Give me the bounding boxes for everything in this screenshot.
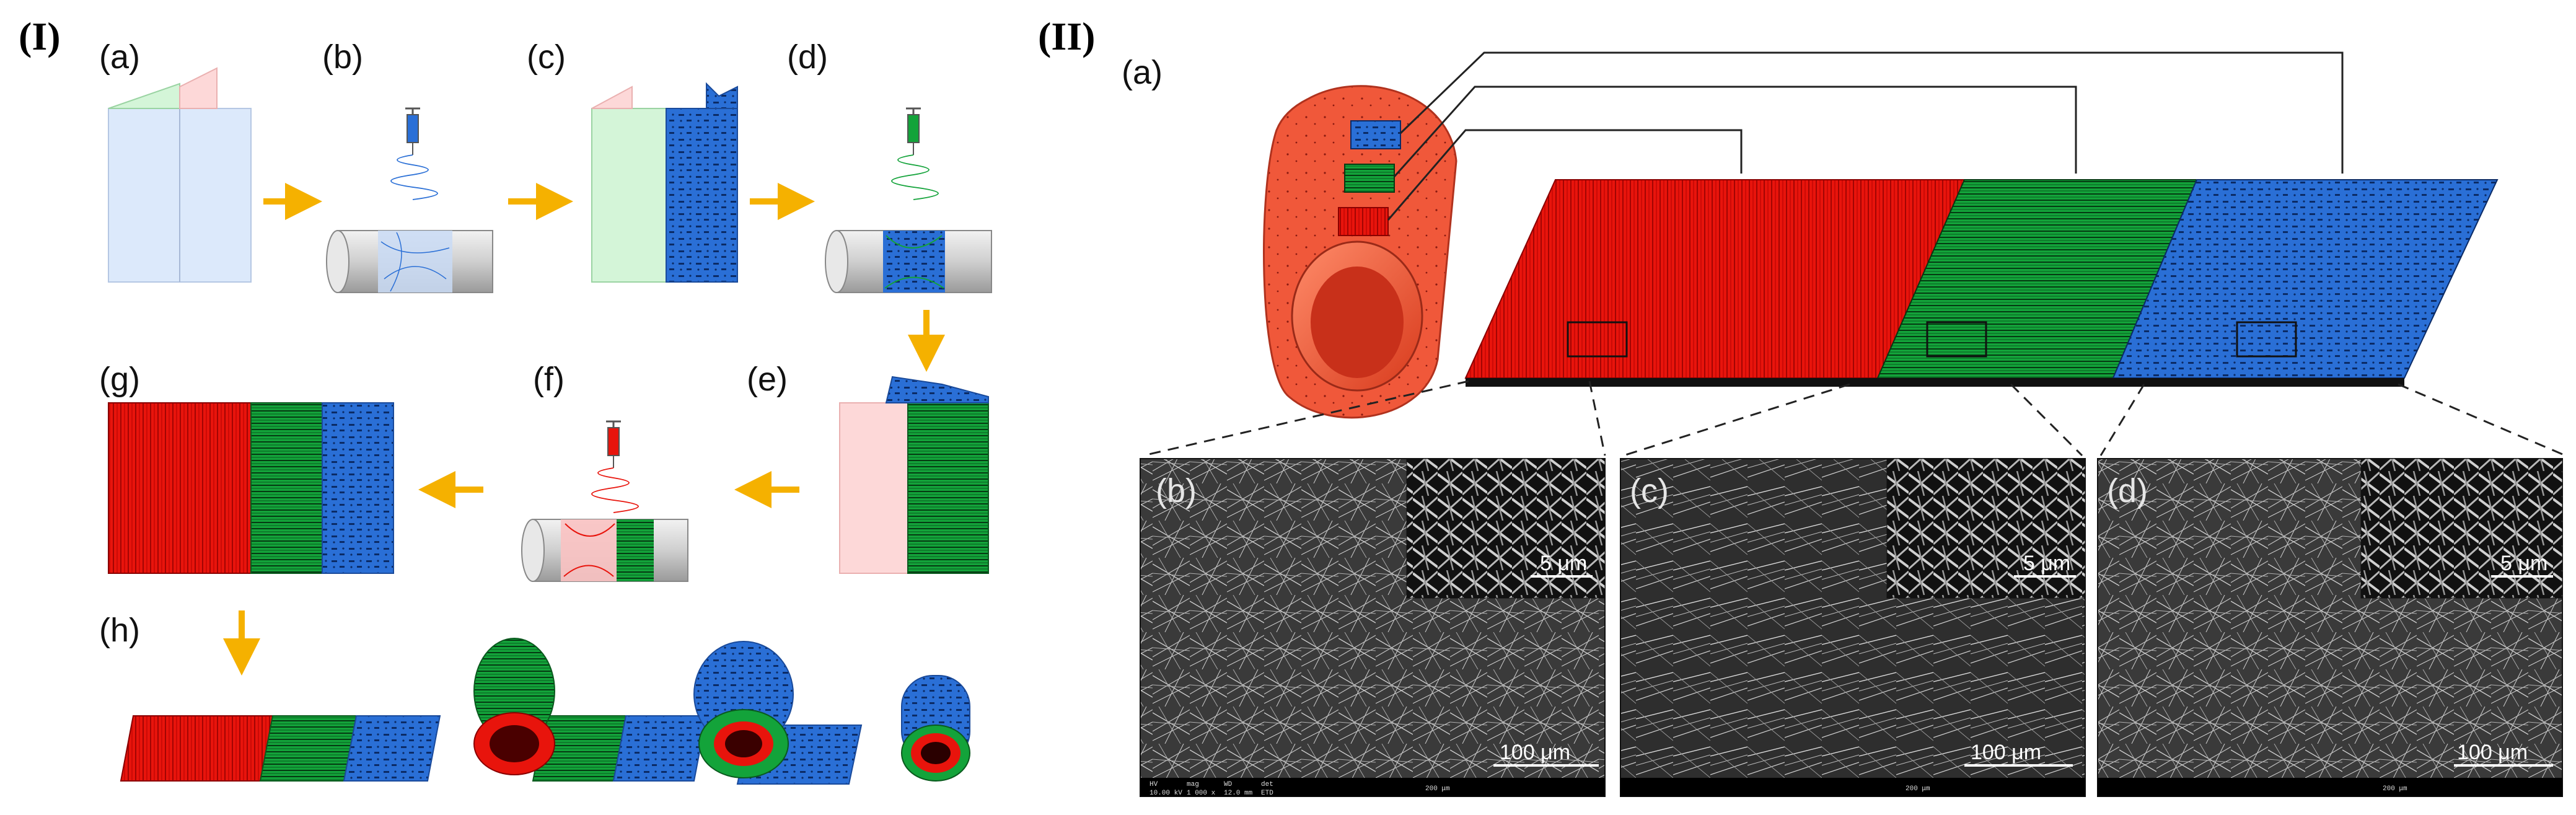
sem-meta-wd: WD [1224, 781, 1233, 788]
step-g-trilayer-sheet [108, 402, 394, 574]
step-label-a: (a) [99, 38, 140, 76]
sem-inset-d [2360, 458, 2563, 599]
sem-meta-b: HV mag WD det 10.00 kV 1 000 x 12.0 mm E… [1150, 781, 1273, 797]
sem-databar-b [1140, 778, 1605, 796]
connector-lines [1387, 51, 2344, 221]
step-label-c: (c) [527, 38, 566, 76]
step-h-rolling-sequence [120, 638, 970, 785]
sem-meta-wd-val: 12.0 mm [1224, 790, 1253, 797]
sem-meta-hv: HV [1150, 781, 1158, 788]
step-f-electrospin-red [521, 420, 688, 582]
sub-label-a: (a) [1122, 54, 1163, 91]
sem-bar-text-d: 200 μm [2383, 785, 2407, 793]
sem-inset-scale-b: 5 μm [1540, 552, 1587, 575]
step-label-d: (d) [787, 38, 828, 76]
step-label-e: (e) [747, 361, 788, 398]
zoom-dashed-lines [1143, 380, 2566, 457]
sem-bar-text-c: 200 μm [1906, 785, 1930, 793]
panel-label-II: (II) [1038, 14, 1095, 58]
sem-databar-c [1620, 778, 2085, 796]
sem-label-c: (c) [1630, 472, 1669, 509]
sem-main-scale-d: 100 μm [2457, 741, 2528, 764]
sem-image-d: (d) 5 μm 100 μm 200 μm [2097, 458, 2563, 797]
panel-label-I: (I) [19, 14, 61, 58]
sem-image-b: (b) 5 μm 100 μm 200 μm [1140, 458, 1606, 797]
zoom-box-red [1567, 321, 1628, 358]
sem-meta-det: det [1261, 781, 1273, 788]
sem-bar-text-b: 200 μm [1425, 785, 1450, 793]
sem-meta-mag-val: 1 000 x [1187, 790, 1216, 797]
sem-image-c: (c) 5 μm 100 μm 200 μm [1620, 458, 2086, 797]
zoom-box-green [1926, 321, 1987, 358]
sem-inset-scale-c: 5 μm [2023, 552, 2070, 575]
sem-label-d: (d) [2107, 472, 2148, 509]
sem-meta-hv-val: 10.00 kV [1150, 790, 1182, 797]
sem-inset-c [1886, 458, 2086, 599]
step-d-electrospin-green [825, 107, 992, 293]
step-b-electrospin-blue [326, 107, 493, 293]
sem-inset-scale-d: 5 μm [2500, 552, 2547, 575]
process-arrows [223, 183, 945, 676]
step-c-blue-layer-sheet [591, 82, 738, 283]
trilayer-strip [1464, 179, 2499, 387]
sem-main-scale-b: 100 μm [1500, 741, 1570, 764]
sem-main-scale-c: 100 μm [1971, 741, 2041, 764]
sem-meta-det-val: ETD [1261, 790, 1273, 797]
sem-meta-mag: mag [1187, 781, 1199, 788]
step-a-blank-sheet [108, 67, 252, 283]
step-label-f: (f) [533, 361, 565, 398]
sem-databar-d [2098, 778, 2562, 796]
sem-label-b: (b) [1156, 472, 1197, 509]
step-label-g: (g) [99, 361, 140, 398]
ear-graft-illustration [1263, 85, 1457, 419]
step-label-h: (h) [99, 612, 140, 649]
zoom-box-blue [2236, 321, 2297, 358]
step-e-green-layer-sheet [839, 376, 989, 574]
step-label-b: (b) [322, 38, 363, 76]
sem-inset-b [1406, 458, 1606, 599]
